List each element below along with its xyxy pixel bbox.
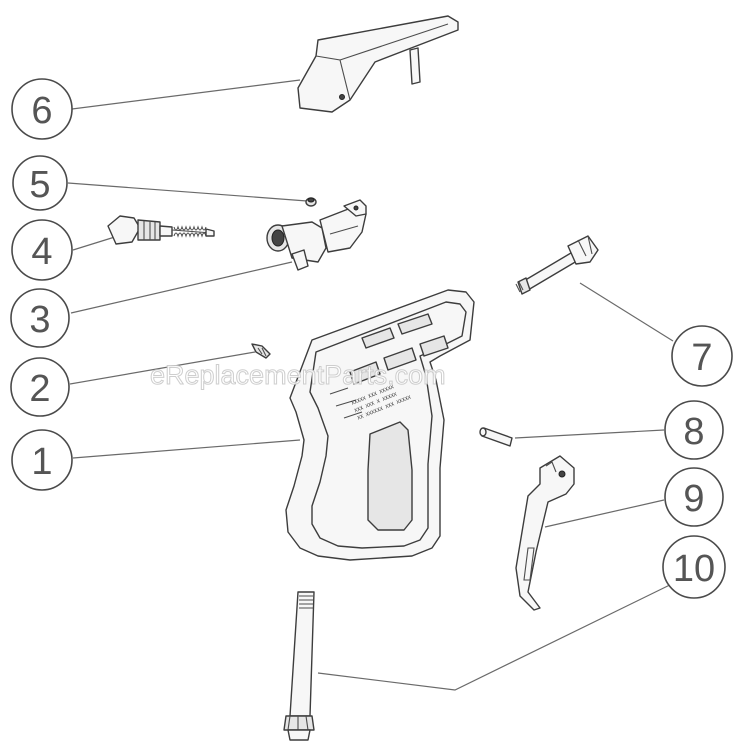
callout-3-label: 3 xyxy=(29,299,50,341)
callout-1: 1 xyxy=(11,429,73,491)
callout-9: 9 xyxy=(664,467,724,527)
callout-6: 6 xyxy=(11,78,73,140)
part-2-screw xyxy=(251,343,271,359)
leader-1 xyxy=(72,439,301,459)
callout-8: 8 xyxy=(664,400,724,460)
part-5-set-screw xyxy=(305,197,317,207)
leader-10 xyxy=(317,578,683,691)
part-7-inlet-fitting xyxy=(515,235,599,295)
part-6-trigger-lever xyxy=(297,15,459,113)
callout-7-label: 7 xyxy=(691,337,712,379)
callout-10-label: 10 xyxy=(673,548,715,590)
callout-8-label: 8 xyxy=(683,411,704,453)
callout-3: 3 xyxy=(10,288,70,348)
callout-6-label: 6 xyxy=(31,90,52,132)
callout-2: 2 xyxy=(10,357,70,417)
leader-5 xyxy=(67,182,308,202)
callout-5: 5 xyxy=(12,155,68,211)
callout-1-label: 1 xyxy=(31,441,52,483)
leader-2 xyxy=(69,351,256,385)
part-8-pin xyxy=(479,427,513,447)
callout-9-label: 9 xyxy=(683,478,704,520)
part-4-valve-stem xyxy=(107,215,215,245)
leader-7 xyxy=(579,282,674,342)
callout-4-label: 4 xyxy=(31,231,52,273)
callout-2-label: 2 xyxy=(29,368,50,410)
part-3-valve-body xyxy=(266,199,367,271)
leader-6 xyxy=(71,79,301,110)
leader-9 xyxy=(544,499,665,528)
watermark-text: eReplacementParts.com xyxy=(150,360,446,390)
callout-5-label: 5 xyxy=(29,164,50,206)
callout-10: 10 xyxy=(662,535,726,599)
callouts: 6 5 4 3 2 1 7 8 xyxy=(10,78,733,599)
callout-7: 7 xyxy=(671,325,733,387)
callout-4: 4 xyxy=(11,219,73,281)
part-10-extension-tube xyxy=(283,591,315,741)
leader-lines xyxy=(67,79,683,691)
leader-4 xyxy=(72,235,119,251)
part-9-safety-latch xyxy=(515,455,575,611)
part-1-gun-handle: XXXXX XXX XXXXX XXX XXX X XXXXX XX XXXXX… xyxy=(285,289,475,561)
leader-3 xyxy=(70,261,293,314)
leader-8 xyxy=(514,429,665,439)
